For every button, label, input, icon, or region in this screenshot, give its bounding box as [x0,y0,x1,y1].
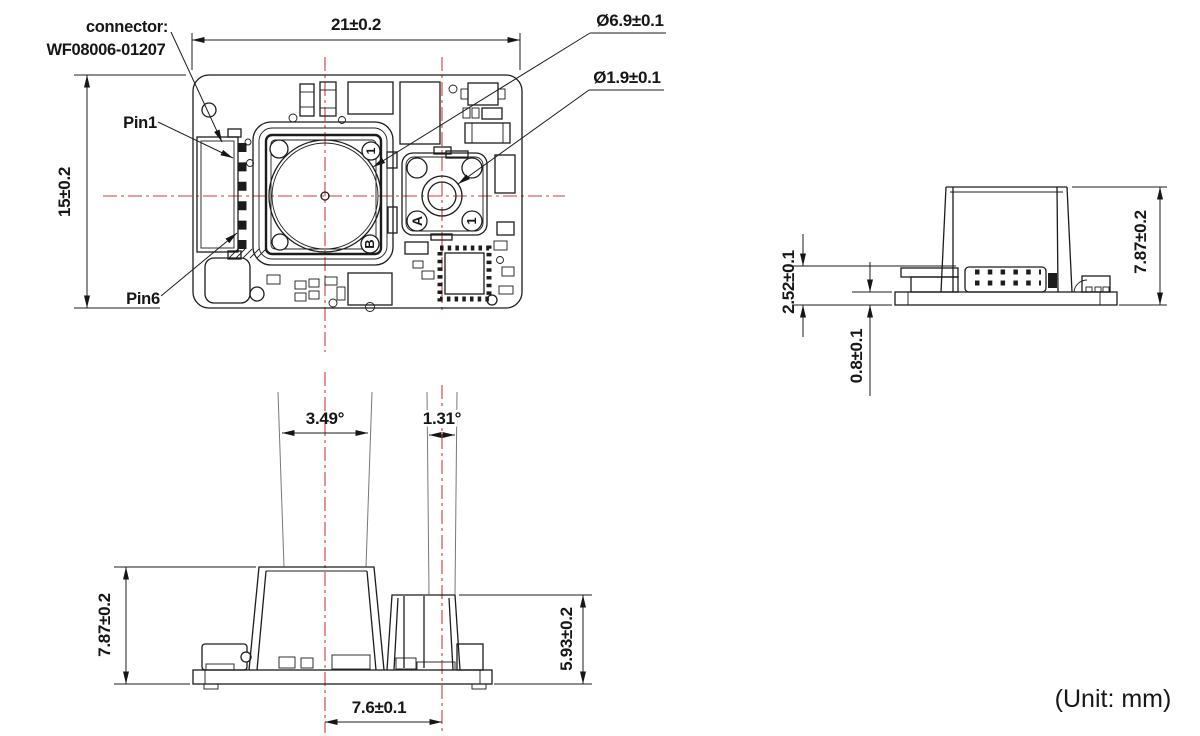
mounting-hole [201,102,217,118]
connector-label-line1: connector: [86,18,168,36]
front-emitter-housing [386,594,461,671]
emitter-diameter-leader [457,89,590,185]
pin1-label: Pin1 [123,114,157,132]
side-pcb [894,291,1118,306]
centerlines [103,57,565,733]
dim-board-height: 15±0.2 [55,167,74,217]
connector-label-line2: WF08006-01207 [46,41,165,59]
fpc-connector [196,128,254,260]
dim-side-total-height: 7.87±0.2 [1131,210,1150,274]
pin6-label: Pin6 [126,290,160,308]
lens-mark-1: 1 [364,147,378,154]
dim-board-width: 21±0.2 [331,15,381,34]
beam-lines [277,391,458,596]
side-connector [964,266,1057,293]
lens-diameter-leader [372,32,591,168]
pin1-leader [157,121,234,159]
pin6-leader [160,232,238,297]
side-view: 2.52±0.1 0.8±0.1 7.87±0.2 [779,186,1167,396]
dim-pcb-thickness: 0.8±0.1 [847,329,866,384]
pcb-outline [192,74,523,309]
front-pcb [192,669,493,685]
dim-optical-spacing: 7.6±0.1 [352,698,407,717]
emitter-mark-1: 1 [464,217,479,224]
side-small-components [900,267,1111,293]
front-left-bracket [201,643,252,671]
qfn-ic [444,252,485,295]
qfn-ic-pads [437,245,492,302]
top-view-dimensions: 21±0.2 15±0.2 connector: WF08006-01207 P… [46,11,666,309]
connector-leader [170,31,223,143]
side-housing [940,186,1088,293]
front-receiver-housing [248,566,385,671]
side-view-dimensions: 2.52±0.1 0.8±0.1 7.87±0.2 [779,186,1167,396]
front-base-components [278,643,484,671]
dim-lens-diameter: Ø6.9±0.1 [596,11,663,30]
lens-mark-b: B [362,239,377,248]
hatch-pattern [228,248,267,259]
receiver-lens-assembly: 1 B [252,121,398,266]
dim-front-total-height: 7.87±0.2 [95,593,114,657]
emitter-aperture [421,175,463,217]
drawing-root: 1 B A 1 [46,11,1171,733]
dim-standoff: 2.52±0.1 [779,250,798,314]
dim-emitter-diameter: Ø1.9±0.1 [593,68,660,87]
dim-emitter-height: 5.93±0.2 [557,607,576,671]
lens-circle [268,139,382,253]
emitter-assembly: A 1 [401,146,488,241]
emitter-mark-a: A [409,216,425,226]
front-view: 3.49° 1.31° 7.87±0.2 5.93±0.2 7.6±0.1 [95,391,592,725]
unit-note: (Unit: mm) [1055,685,1172,713]
side-label-chip [1048,273,1057,288]
pcb-components [204,81,516,312]
angle-receiver-beam: 3.49° [306,409,345,428]
top-view: 1 B A 1 [46,11,666,312]
front-view-dimensions: 3.49° 1.31° 7.87±0.2 5.93±0.2 7.6±0.1 [95,407,592,725]
angle-emitter-beam: 1.31° [423,409,462,428]
